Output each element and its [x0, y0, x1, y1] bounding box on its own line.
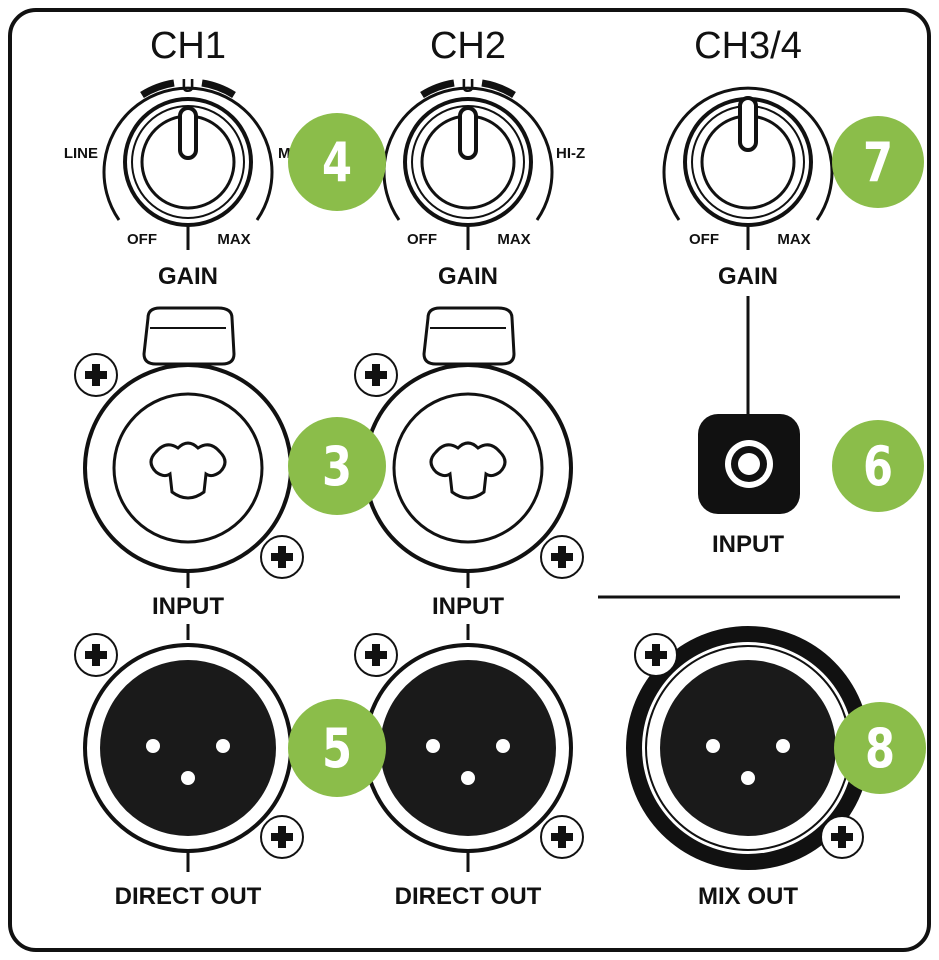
mix-out-label: MIX OUT — [698, 883, 798, 910]
callout-3: 3 — [288, 417, 386, 515]
ch2-knob-right-label: HI-Z — [556, 145, 585, 162]
ch1-direct-out-jack[interactable] — [83, 643, 293, 853]
ch1-knob-scale-arc — [102, 86, 274, 221]
ch1-jack-xlr-socket — [149, 441, 227, 500]
ch34-knob-scale-arc — [662, 86, 834, 221]
ch2-direct-out-jack[interactable] — [363, 643, 573, 853]
ch1-knob-min-label: OFF — [127, 231, 157, 248]
ch2-output-screw-bottom — [540, 815, 584, 859]
ch2-jack-xlr-socket — [429, 441, 507, 500]
ch1-input-screw-bottom — [260, 535, 304, 579]
ch1-knob-unity-mark-left — [140, 79, 175, 99]
ch1-jack-latch — [142, 306, 236, 366]
callout-7: 7 — [832, 116, 924, 208]
mix-out-screw-bottom — [820, 815, 864, 859]
mix-out-body — [660, 660, 836, 836]
ch2-knob-unity-mark-left — [420, 79, 455, 99]
ch34-gain-label: GAIN — [718, 263, 778, 290]
ch1-output-screw-bottom — [260, 815, 304, 859]
ch2-input-screw-bottom — [540, 535, 584, 579]
ch2-jack-latch — [422, 306, 516, 366]
ch1-knob-unity-mark-right — [201, 79, 236, 99]
ch1-gain-knob[interactable] — [102, 79, 274, 250]
ch34-knob-pointer — [738, 96, 758, 152]
mix-out-screw-top — [634, 633, 678, 677]
ch1-knob-right-label: MIC — [278, 145, 306, 162]
ch2-output-label: DIRECT OUT — [395, 883, 542, 910]
ch1-knob-max-label: MAX — [217, 231, 250, 248]
ch34-input-jack[interactable] — [698, 414, 800, 514]
ch2-output-screw-top — [354, 633, 398, 677]
svg-text:3: 3 — [322, 435, 352, 498]
ch1-input-label: INPUT — [152, 593, 224, 620]
callout-8: 8 — [834, 702, 926, 794]
svg-text:4: 4 — [322, 131, 352, 194]
ch1-knob-top-label: U — [182, 76, 195, 96]
ch2-input-screw-top — [354, 353, 398, 397]
ch2-input-label: INPUT — [432, 593, 504, 620]
callout-4: 4 — [288, 113, 386, 211]
ch2-knob-pointer — [458, 106, 478, 160]
ch2-combo-input-jack[interactable] — [363, 306, 573, 573]
ch1-title: CH1 — [150, 25, 226, 67]
ch1-knob-pointer — [178, 106, 198, 160]
ch2-xlr-out-body — [380, 660, 556, 836]
ch2-knob-max-label: MAX — [497, 231, 530, 248]
svg-text:8: 8 — [865, 717, 895, 780]
svg-text:6: 6 — [863, 435, 893, 498]
ch1-gain-label: GAIN — [158, 263, 218, 290]
ch34-knob-max-label: MAX — [777, 231, 810, 248]
callout-6: 6 — [832, 420, 924, 512]
ch34-knob-min-label: OFF — [689, 231, 719, 248]
callout-5: 5 — [288, 699, 386, 797]
ch1-xlr-out-body — [100, 660, 276, 836]
ch34-gain-knob[interactable] — [662, 86, 834, 250]
ch2-gain-knob[interactable] — [382, 79, 554, 250]
ch2-knob-unity-mark-right — [481, 79, 516, 99]
ch1-knob-left-label: LINE — [64, 145, 98, 162]
ch1-input-screw-top — [74, 353, 118, 397]
ch2-knob-top-label: U — [462, 76, 475, 96]
ch34-input-label: INPUT — [712, 531, 784, 558]
ch2-knob-min-label: OFF — [407, 231, 437, 248]
mix-out-jack[interactable] — [626, 626, 870, 870]
ch2-gain-label: GAIN — [438, 263, 498, 290]
ch1-combo-input-jack[interactable] — [83, 306, 293, 573]
svg-text:5: 5 — [322, 717, 352, 780]
ch1-output-label: DIRECT OUT — [115, 883, 262, 910]
ch1-output-screw-top — [74, 633, 118, 677]
ch34-title: CH3/4 — [694, 25, 802, 67]
svg-text:7: 7 — [863, 131, 893, 194]
ch2-title: CH2 — [430, 25, 506, 67]
